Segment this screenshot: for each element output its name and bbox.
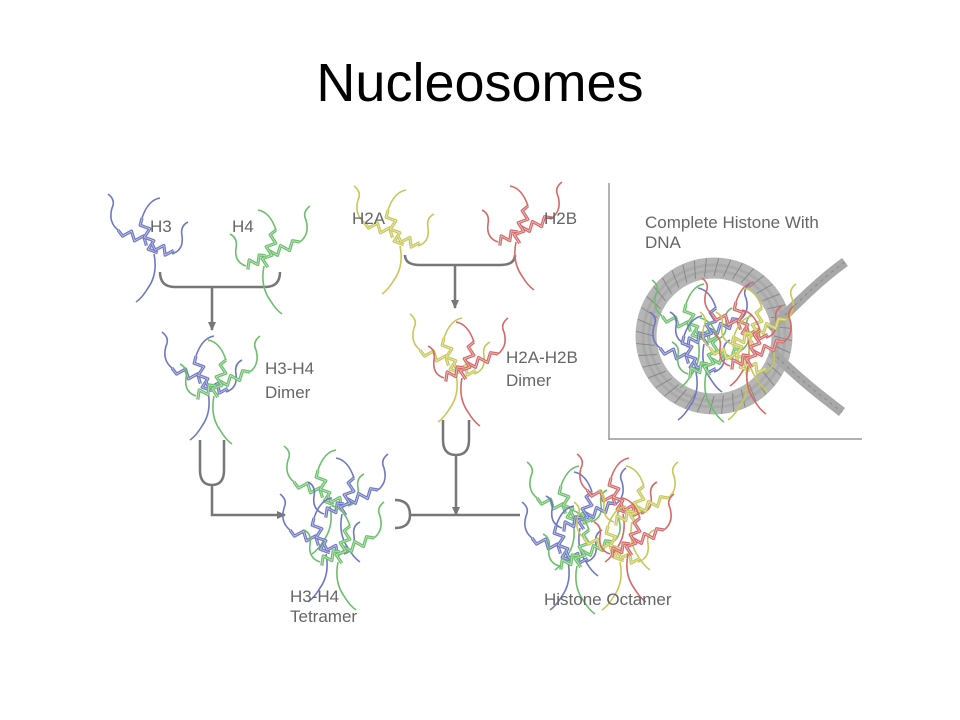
histone-octamer-structure [521, 453, 679, 615]
flow-arrows [158, 254, 520, 530]
complete-histone-label-line2: DNA [645, 233, 682, 252]
complete-histone-panel: Complete Histone With DNA [608, 183, 862, 440]
slide-title: Nucleosomes [316, 53, 644, 113]
arrow-to-octamer [394, 420, 520, 530]
dna-superhelix [635, 257, 848, 416]
h3-h4-tetramer-label-line2: Tetramer [290, 607, 357, 626]
h2b-label: H2B [544, 209, 577, 228]
h2a-label: H2A [352, 209, 386, 228]
h3-h4-tetramer-structure [279, 445, 389, 611]
h3-h4-dimer-label-line1: H3-H4 [265, 359, 314, 378]
h2a-h2b-dimer-structure [409, 313, 509, 427]
histone-octamer-label: Histone Octamer [544, 590, 672, 609]
h2a-h2b-dimer-label-line1: H2A-H2B [506, 348, 578, 367]
h3-protein [107, 193, 189, 303]
h4-label: H4 [232, 217, 254, 236]
h3-h4-dimer-structure [161, 331, 261, 445]
h2a-protein [353, 185, 435, 295]
h4-protein [229, 205, 311, 315]
h3-label: H3 [150, 217, 172, 236]
arrow-h3-h4-to-dimer [158, 271, 282, 330]
h2b-protein [481, 181, 563, 291]
h3-h4-dimer-label-line2: Dimer [265, 383, 311, 402]
arrow-dimers-to-tetramer [198, 440, 285, 515]
h2a-h2b-dimer-label-line2: Dimer [506, 371, 552, 390]
complete-histone-label-line1: Complete Histone With [645, 213, 819, 232]
arrow-h2a-h2b-to-dimer [403, 254, 517, 308]
h3-h4-tetramer-label-line1: H3-H4 [290, 587, 339, 606]
complete-histone-core [649, 277, 797, 423]
